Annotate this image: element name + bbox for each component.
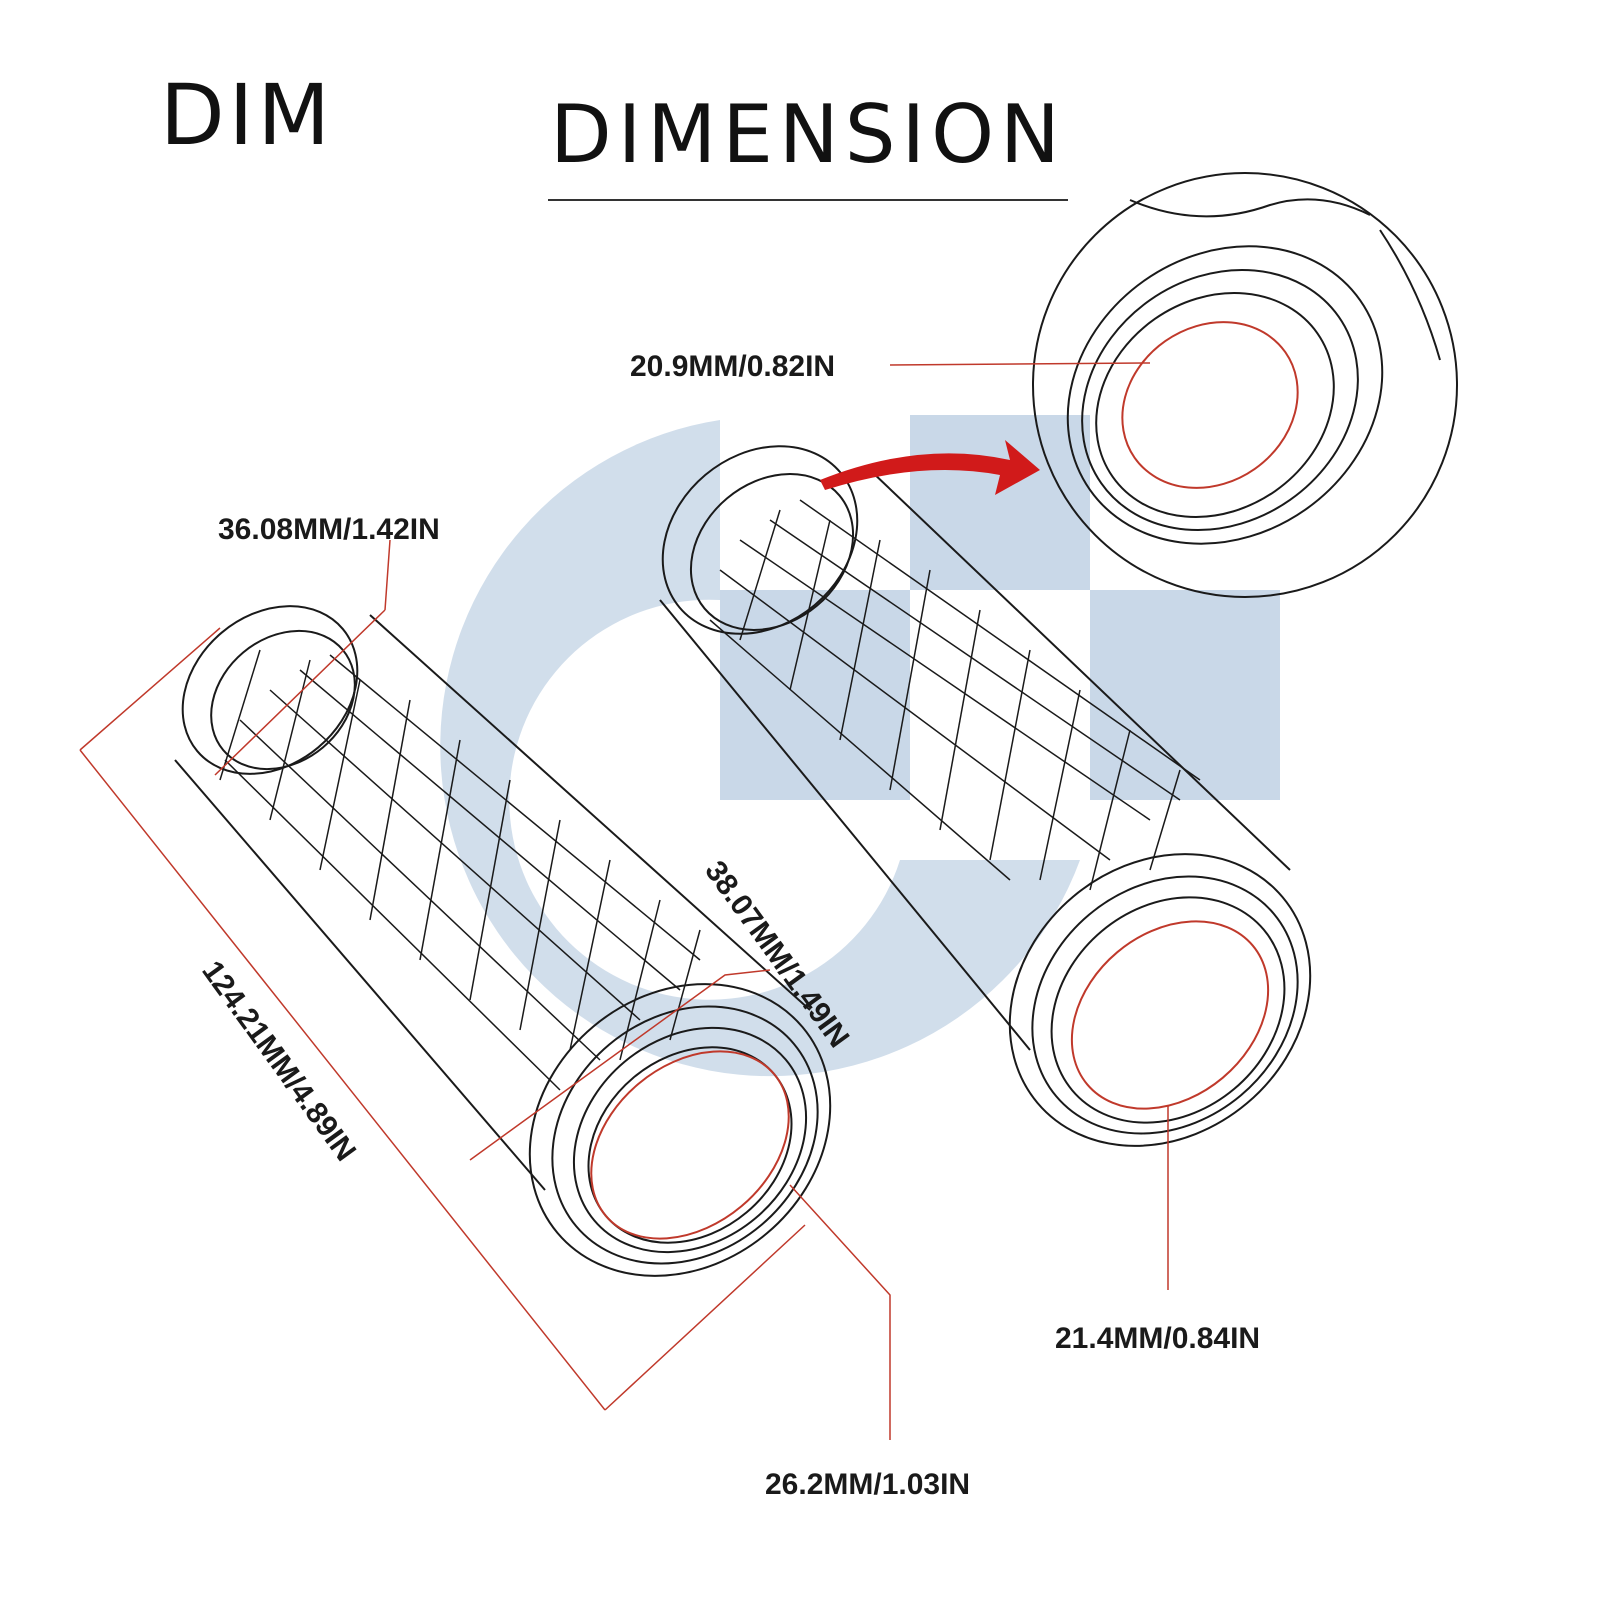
header-left-title: DIM <box>160 66 334 164</box>
dim-line-outer-end <box>214 539 391 776</box>
closeup-inner-bore <box>1121 321 1299 489</box>
right-grip-drawing <box>659 445 1312 1147</box>
dim-line-total-length <box>79 627 806 1411</box>
arrow-icon <box>820 440 1040 495</box>
label-outer-end-diameter: 36.08MM/1.42IN <box>218 513 440 546</box>
watermark-logo <box>440 415 1280 1077</box>
label-inner-left-diameter: 26.2MM/1.03IN <box>765 1468 971 1501</box>
label-inner-right-diameter: 21.4MM/0.84IN <box>1055 1322 1261 1355</box>
left-grip-pattern <box>219 649 701 1091</box>
dim-line-outer-diameter <box>469 969 771 1161</box>
closeup-circle <box>1032 172 1458 598</box>
dim-line-closeup <box>889 362 1151 366</box>
dim-line-inner-left <box>789 1184 891 1440</box>
right-grip-pattern <box>709 499 1201 891</box>
left-grip-drawing <box>174 605 832 1277</box>
right-grip-inner-bore <box>1070 920 1270 1110</box>
label-closeup-diameter: 20.9MM/0.82IN <box>630 350 836 383</box>
dimension-lines <box>79 362 1169 1440</box>
left-grip-inner-bore <box>590 1050 790 1240</box>
page-title: DIMENSION <box>548 88 1068 201</box>
